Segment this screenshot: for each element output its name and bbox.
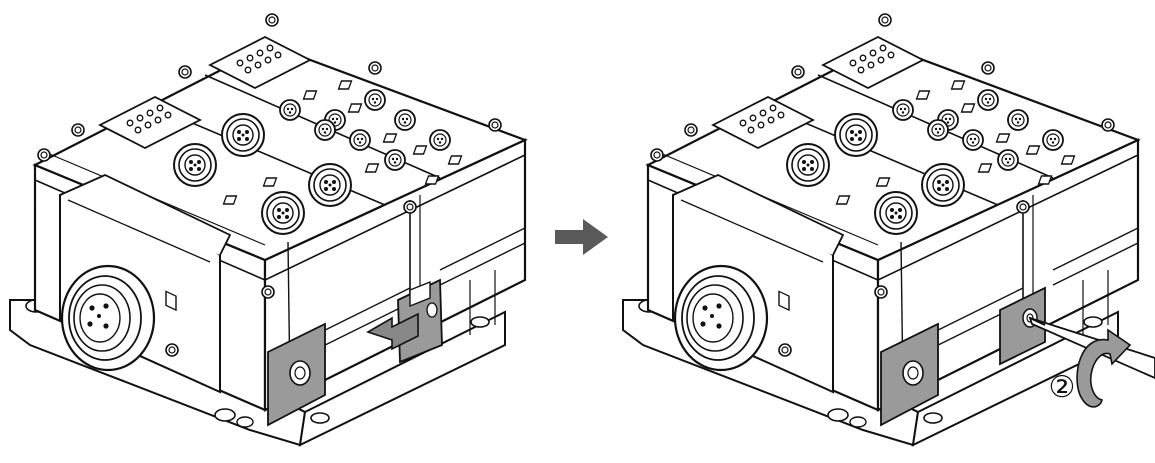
device-before (10, 14, 525, 445)
step-marker: ② (1048, 370, 1076, 405)
slide-left-arrow-icon (366, 312, 419, 351)
clockwise-rotation-icon (1076, 328, 1132, 408)
right-arrow-icon (555, 219, 608, 255)
device-after (623, 14, 1155, 445)
